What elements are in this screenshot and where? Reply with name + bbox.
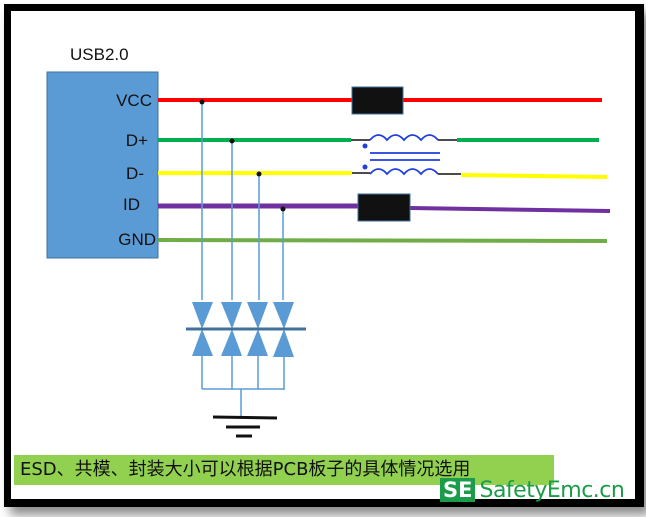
- connector-title: USB2.0: [70, 45, 129, 64]
- watermark: SE SafetyEmc.cn: [440, 477, 625, 503]
- pin-label-vcc: VCC: [116, 91, 152, 110]
- vcc-ferrite-bead: [351, 86, 404, 115]
- pin-label-gnd: GND: [118, 230, 156, 249]
- common-mode-choke: [362, 134, 440, 176]
- watermark-badge: SE: [440, 478, 476, 502]
- pin-label-id: ID: [123, 195, 140, 214]
- pin-label-dplus: D+: [126, 131, 148, 150]
- junction-dots: [199, 99, 286, 212]
- gnd-line: [157, 238, 608, 243]
- watermark-text: SafetyEmc.cn: [479, 477, 625, 503]
- id-ferrite-bead: [357, 193, 411, 222]
- pin-label-dminus: D-: [126, 164, 144, 183]
- tvs-diode-array: [186, 302, 306, 357]
- usb-connector-body: [46, 71, 159, 259]
- id-line-right: [409, 206, 611, 213]
- esd-ground-bus: [201, 356, 285, 417]
- esd-tap-lines: [201, 102, 284, 300]
- dminus-line-right: [460, 173, 608, 179]
- ground-icon: [212, 415, 278, 438]
